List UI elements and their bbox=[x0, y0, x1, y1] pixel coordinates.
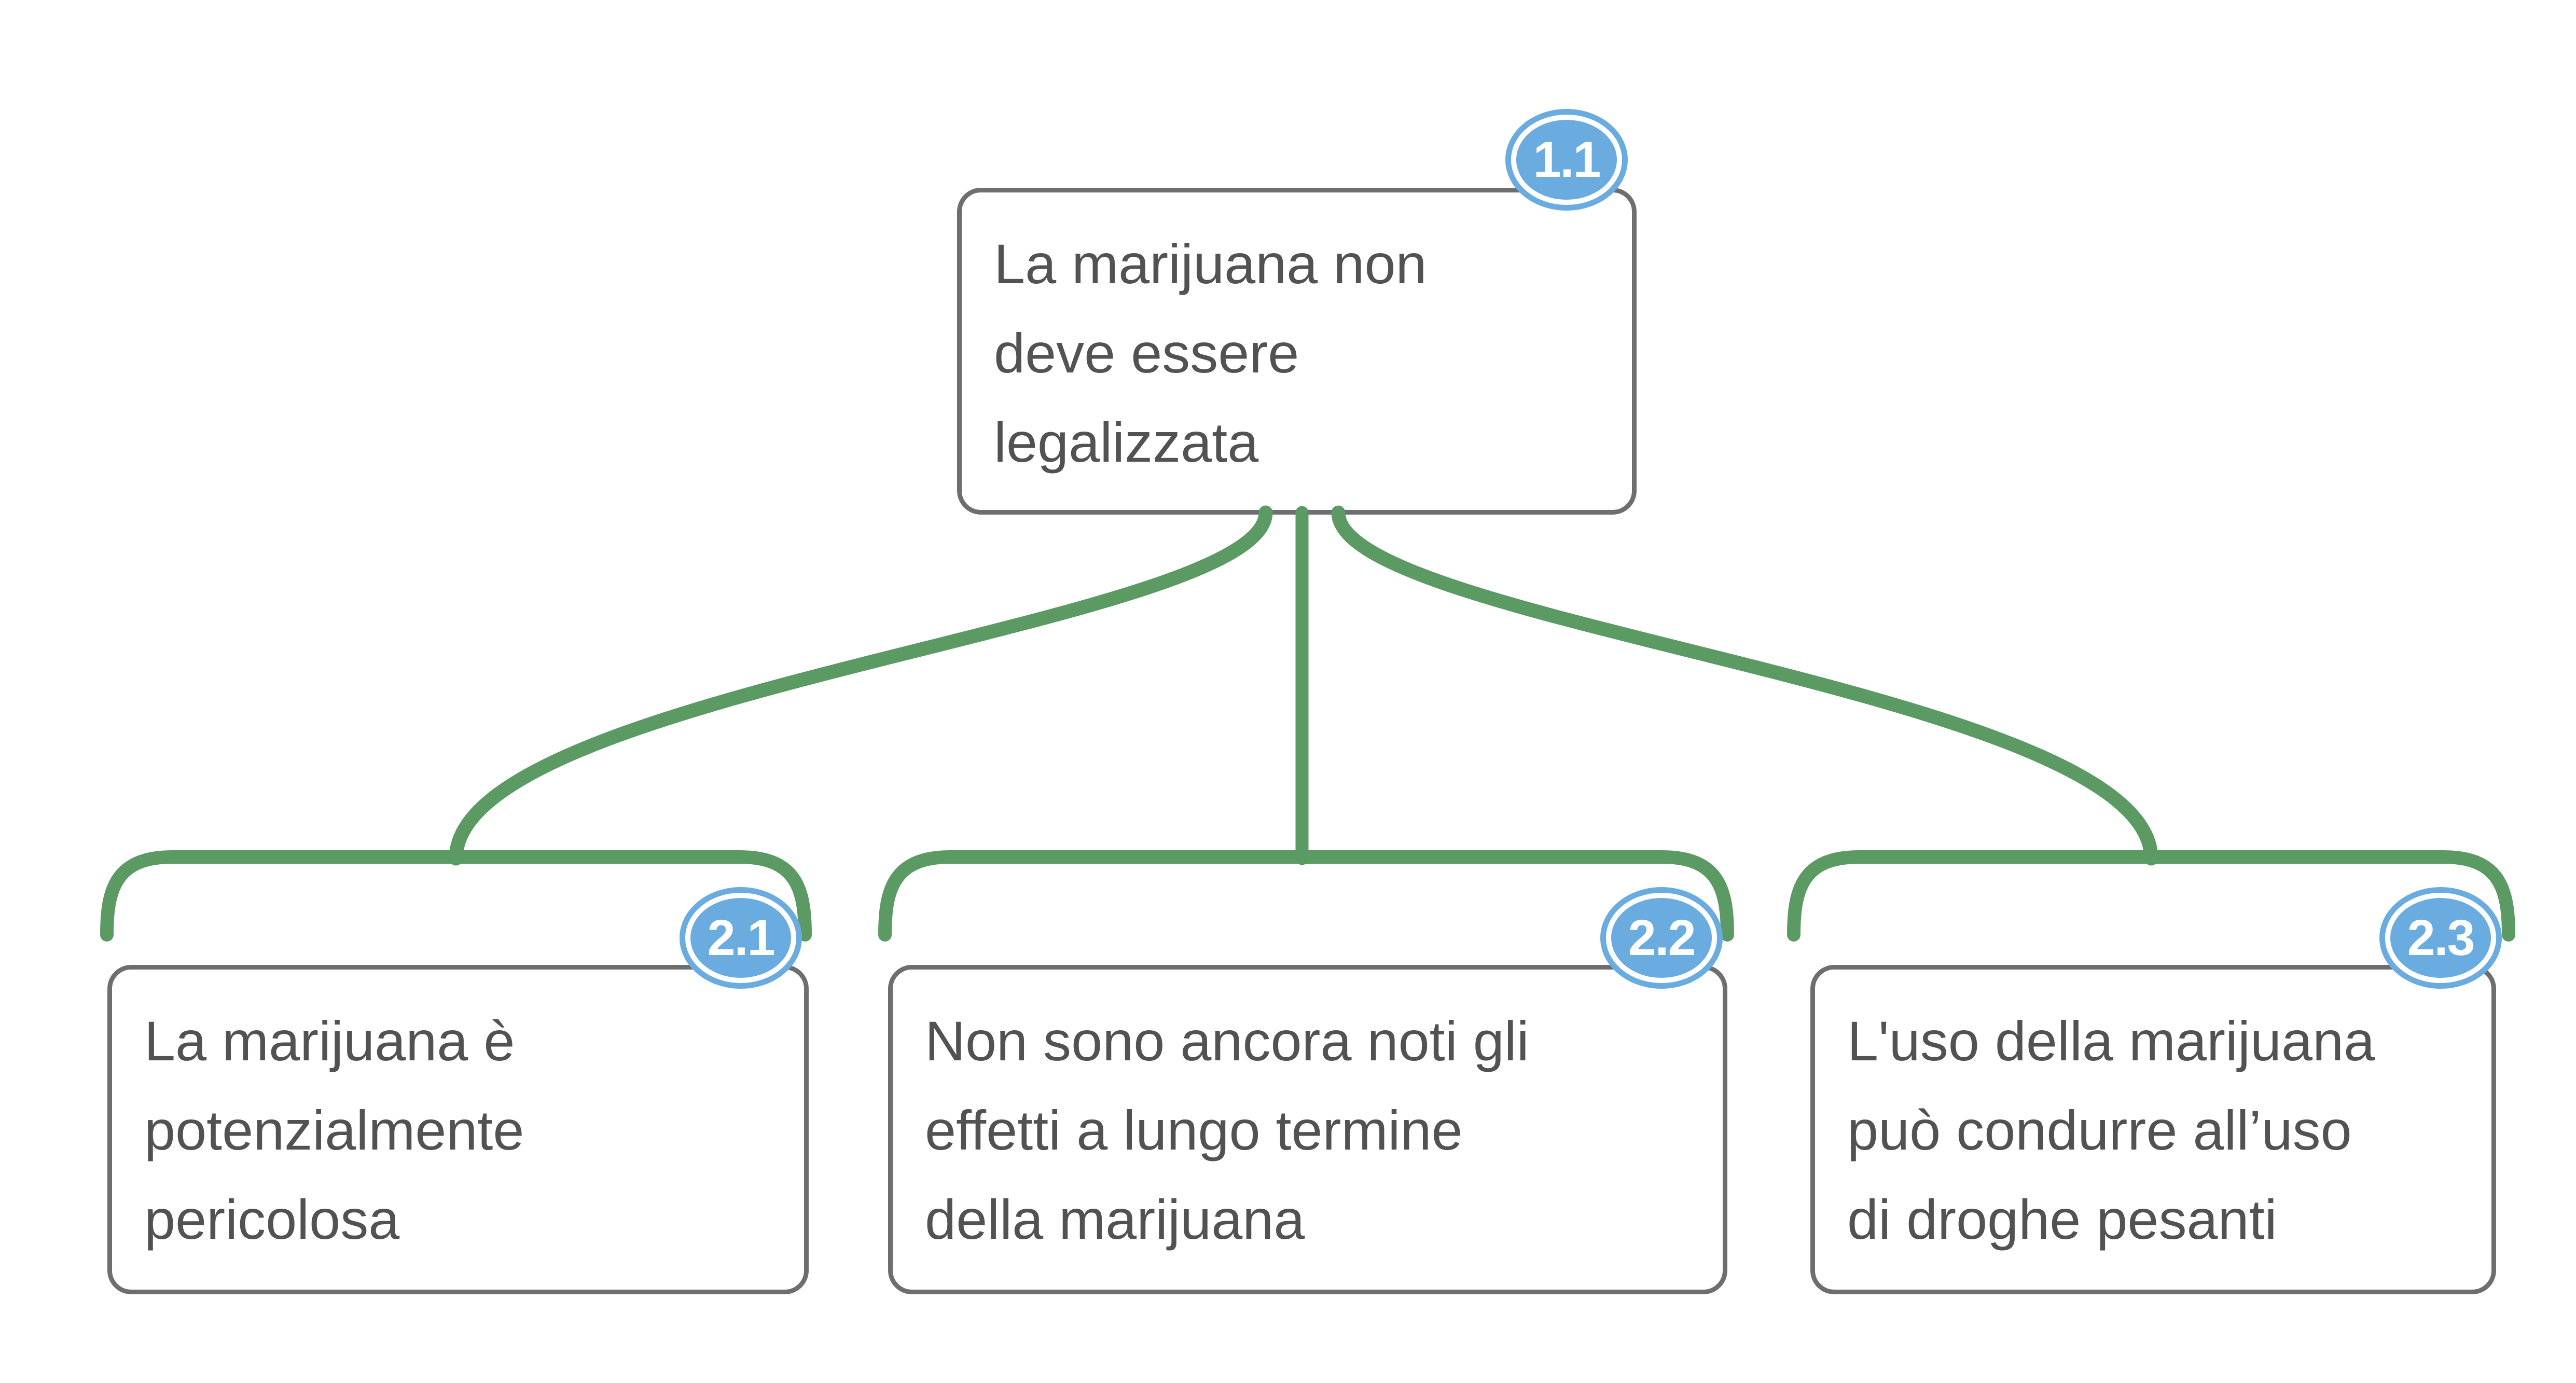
reason-text-3: L'uso della marijuana può condurre all’u… bbox=[1847, 1009, 2375, 1251]
claim-node-root[interactable]: La marijuana non deve essere legalizzata bbox=[957, 188, 1637, 515]
reason-badge-2[interactable]: 2.2 bbox=[1600, 887, 1723, 989]
reason-badge-3[interactable]: 2.3 bbox=[2379, 887, 2502, 989]
claim-text-root: La marijuana non deve essere legalizzata bbox=[994, 232, 1427, 474]
reason-badge-2-label: 2.2 bbox=[1628, 909, 1696, 966]
reason-node-3[interactable]: L'uso della marijuana può condurre all’u… bbox=[1810, 965, 2496, 1294]
group-bracket-3 bbox=[1787, 850, 2515, 942]
claim-badge-root[interactable]: 1.1 bbox=[1505, 109, 1628, 211]
reason-text-2: Non sono ancora noti gli effetti a lungo… bbox=[925, 1009, 1529, 1251]
group-bracket-2 bbox=[878, 850, 1734, 942]
reason-node-1[interactable]: La marijuana è potenzialmente pericolosa bbox=[107, 965, 809, 1294]
reason-text-1: La marijuana è potenzialmente pericolosa bbox=[144, 1009, 524, 1251]
connector-curve-left bbox=[449, 505, 1273, 866]
reason-badge-1[interactable]: 2.1 bbox=[680, 887, 802, 989]
claim-badge-root-label: 1.1 bbox=[1533, 131, 1601, 188]
connector-curve-right bbox=[1331, 505, 2158, 866]
reason-node-2[interactable]: Non sono ancora noti gli effetti a lungo… bbox=[888, 965, 1727, 1294]
reason-badge-1-label: 2.1 bbox=[707, 909, 775, 966]
reason-badge-3-label: 2.3 bbox=[2407, 909, 2475, 966]
group-bracket-1 bbox=[100, 850, 812, 942]
